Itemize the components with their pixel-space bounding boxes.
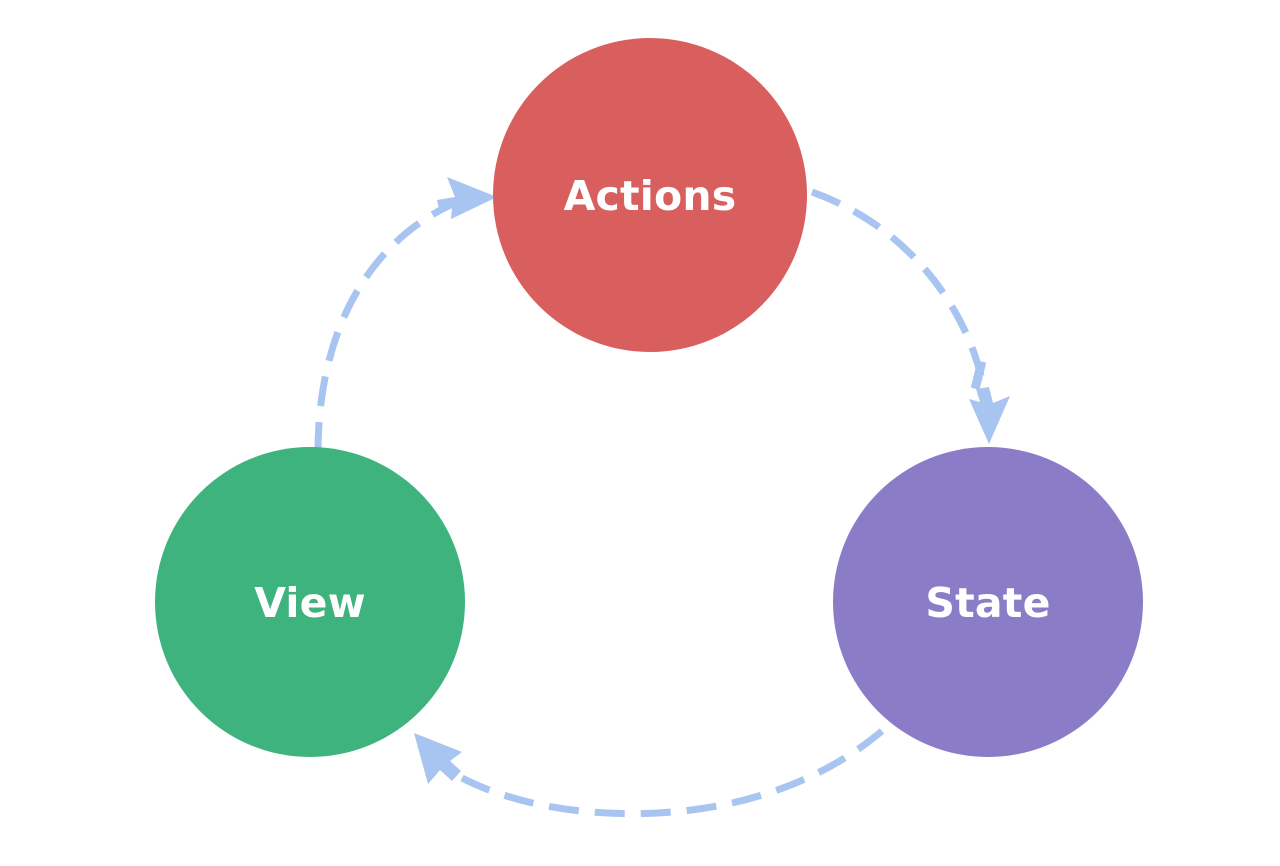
edge-view-to-actions — [314, 177, 497, 453]
edge-view-to-actions-path — [314, 196, 464, 453]
edge-state-to-view-arrowhead — [414, 733, 462, 784]
node-state[interactable]: State — [833, 447, 1143, 757]
edge-view-to-actions-arrowhead — [437, 177, 497, 219]
edge-actions-to-state-arrowhead — [969, 387, 1010, 444]
edge-layer — [314, 177, 1010, 818]
edge-actions-to-state-path — [810, 188, 989, 396]
node-view[interactable]: View — [155, 447, 465, 757]
edge-state-to-view — [414, 728, 885, 818]
edge-state-to-view-path — [460, 728, 885, 818]
node-actions-circle[interactable] — [493, 38, 807, 352]
node-state-label: State — [925, 579, 1050, 627]
node-actions-label: Actions — [564, 172, 737, 220]
node-layer: Actions View State — [155, 38, 1143, 757]
node-view-circle[interactable] — [155, 447, 465, 757]
edge-actions-to-state-tail-dash — [970, 360, 987, 390]
node-view-label: View — [254, 579, 366, 627]
node-state-circle[interactable] — [833, 447, 1143, 757]
node-actions[interactable]: Actions — [493, 38, 807, 352]
edge-actions-to-state — [810, 188, 1010, 444]
